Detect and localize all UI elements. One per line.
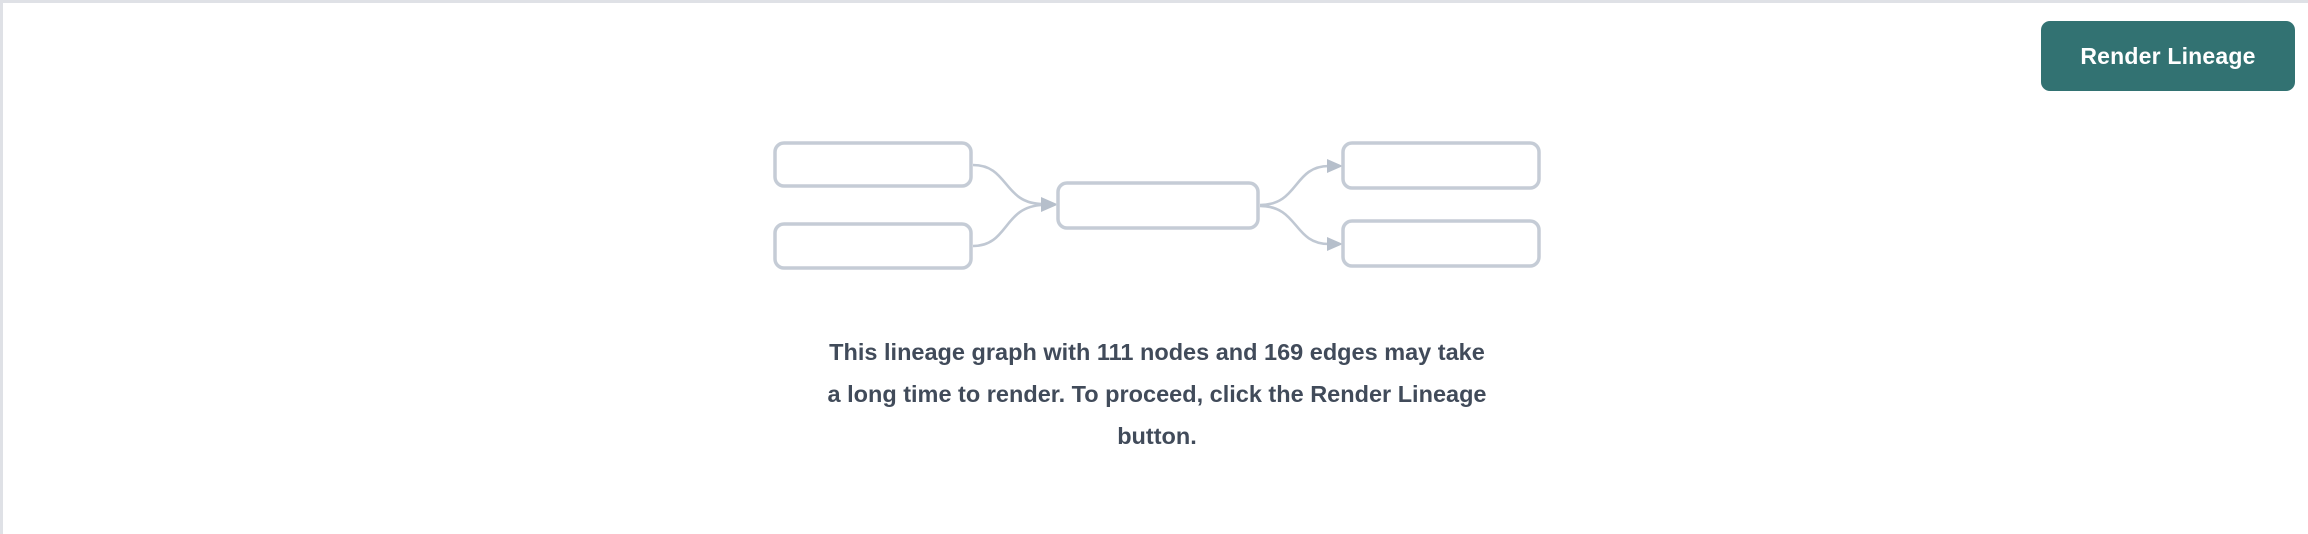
- graph-node-downstream-1: [1341, 141, 1541, 190]
- graph-node-upstream-2: [773, 222, 973, 270]
- graph-node-focus: [1056, 181, 1260, 230]
- graph-edge-focus-to-downstream-1: [1259, 159, 1343, 207]
- render-lineage-button[interactable]: Render Lineage: [2041, 21, 2295, 91]
- graph-edge-focus-to-downstream-2: [1259, 204, 1343, 251]
- warning-line-3: button.: [1117, 423, 1197, 449]
- graph-edge-upstream-1-to-focus: [972, 163, 1057, 211]
- graph-node-upstream-1: [773, 141, 973, 188]
- warning-line-2: a long time to render. To proceed, click…: [827, 381, 1487, 407]
- graph-node-downstream-2: [1341, 219, 1541, 268]
- warning-line-1: This lineage graph with 111 nodes and 16…: [829, 339, 1485, 365]
- lineage-warning-message: This lineage graph with 111 nodes and 16…: [747, 331, 1567, 457]
- graph-edge-upstream-2-to-focus: [972, 198, 1057, 248]
